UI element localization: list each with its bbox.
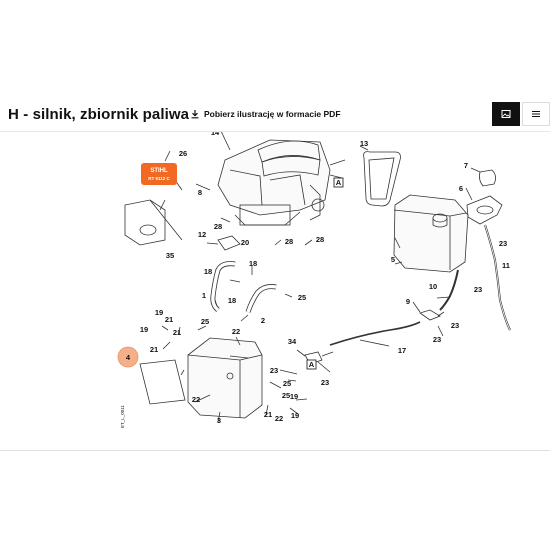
svg-text:RT 6112 C: RT 6112 C xyxy=(148,176,170,181)
callout-c5[interactable]: 5 xyxy=(391,255,395,264)
connection-marker-a: A xyxy=(336,178,342,187)
callout-c25a[interactable]: 25 xyxy=(298,293,306,302)
heat-shield-part xyxy=(139,359,186,405)
page-title: H - silnik, zbiornik paliwa xyxy=(8,106,190,123)
callout-c23f[interactable]: 23 xyxy=(270,366,278,375)
callout-c34[interactable]: 34 xyxy=(288,337,297,346)
download-pdf-link[interactable]: Pobierz ilustrację w formacie PDF xyxy=(190,109,341,119)
svg-text:STIHL: STIHL xyxy=(150,168,168,174)
callout-c19a-b[interactable]: 19 xyxy=(290,392,298,401)
callout-c9[interactable]: 9 xyxy=(406,297,410,306)
callout-c23d[interactable]: 23 xyxy=(433,335,441,344)
callout-c7[interactable]: 7 xyxy=(464,161,468,170)
header-divider xyxy=(0,131,550,132)
callout-c19b[interactable]: 19 xyxy=(140,325,148,334)
callout-c17[interactable]: 17 xyxy=(398,346,406,355)
callout-c22a[interactable]: 22 xyxy=(232,327,240,336)
callout-c18a[interactable]: 18 xyxy=(204,267,212,276)
callout-c19a[interactable]: 19 xyxy=(155,308,163,317)
callout-c13[interactable]: 13 xyxy=(360,139,368,148)
fuel-tank-part xyxy=(393,194,469,273)
callout-c6[interactable]: 6 xyxy=(459,184,463,193)
image-view-button[interactable] xyxy=(492,102,520,126)
callout-c8[interactable]: 8 xyxy=(198,188,202,197)
callout-4-highlight[interactable] xyxy=(117,346,139,368)
callout-c21c[interactable]: 21 xyxy=(150,345,158,354)
callout-c10[interactable]: 10 xyxy=(429,282,437,291)
callout-c20[interactable]: 20 xyxy=(241,238,249,247)
callout-c18b[interactable]: 18 xyxy=(249,259,257,268)
callout-c23b[interactable]: 23 xyxy=(474,285,482,294)
callout-c14[interactable]: 14 xyxy=(211,132,220,137)
gasket-part xyxy=(363,151,401,207)
image-view-icon xyxy=(501,110,511,118)
list-view-button[interactable] xyxy=(522,102,550,126)
callout-c26[interactable]: 26 xyxy=(179,149,187,158)
callout-c25c[interactable]: 25 xyxy=(282,391,290,400)
stihl-logo: STIHL RT 6112 C xyxy=(141,163,177,185)
view-toggle xyxy=(492,102,550,126)
page-header: H - silnik, zbiornik paliwa Pobierz ilus… xyxy=(0,100,550,130)
callout-c22b[interactable]: 22 xyxy=(192,395,200,404)
callout-c3[interactable]: 3 xyxy=(217,416,221,425)
callout-c28a[interactable]: 28 xyxy=(214,222,222,231)
engine-illustration xyxy=(217,139,346,226)
download-icon xyxy=(191,110,199,119)
callout-c28b[interactable]: 28 xyxy=(285,237,293,246)
list-view-icon xyxy=(532,111,540,117)
callout-c25a-b[interactable]: 25 xyxy=(283,379,291,388)
callout-c23a[interactable]: 23 xyxy=(499,239,507,248)
callout-c11[interactable]: 11 xyxy=(502,261,510,270)
callout-c23c[interactable]: 23 xyxy=(451,321,459,330)
callout-c21a-b[interactable]: 21 xyxy=(264,410,272,419)
muffler-part xyxy=(187,337,263,419)
callout-c23e[interactable]: 23 xyxy=(321,378,329,387)
callout-c21a[interactable]: 21 xyxy=(165,315,173,324)
callout-c21b[interactable]: 21 xyxy=(173,328,181,337)
connection-marker-a: A xyxy=(309,360,315,369)
callout-c18c[interactable]: 18 xyxy=(228,296,236,305)
callout-c35[interactable]: 35 xyxy=(166,251,174,260)
callout-c1[interactable]: 1 xyxy=(202,291,206,300)
callout-c2[interactable]: 2 xyxy=(261,316,265,325)
footer-divider xyxy=(0,450,550,451)
callout-c12[interactable]: 12 xyxy=(198,230,206,239)
callout-c25b[interactable]: 25 xyxy=(201,317,209,326)
callout-c4[interactable]: 4 xyxy=(126,353,131,362)
callout-c28c[interactable]: 28 xyxy=(316,235,324,244)
callout-c22c[interactable]: 22 xyxy=(275,414,283,423)
callout-c19c[interactable]: 19 xyxy=(291,411,299,420)
drawing-code: ET_L_0011 xyxy=(120,405,125,428)
download-pdf-label: Pobierz ilustrację w formacie PDF xyxy=(204,109,341,119)
